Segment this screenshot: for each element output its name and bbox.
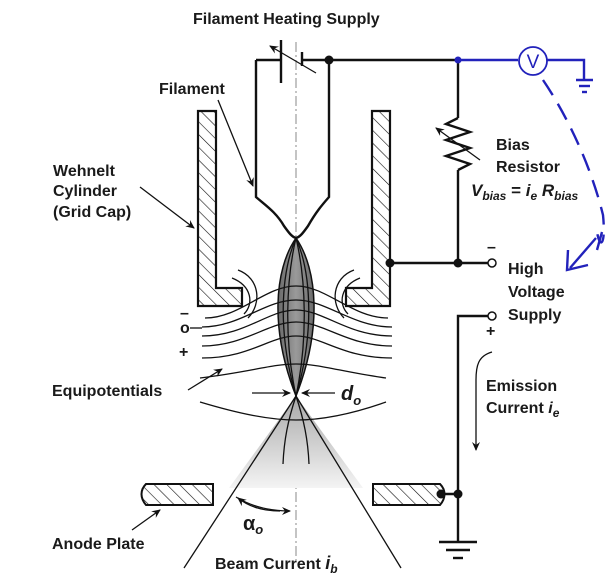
label-anode-plate: Anode Plate: [52, 536, 145, 553]
filament-hairpin: [254, 60, 331, 240]
electron-beam-crossover: [277, 236, 315, 399]
label-filament: Filament: [159, 81, 225, 98]
anode-plate-right: [372, 483, 446, 506]
dashed-arrow-shaft: [569, 237, 597, 269]
bias-resistor: [435, 60, 481, 263]
label-beam-current: Beam Current ib: [215, 553, 338, 576]
alpha-arc-back: [237, 497, 281, 512]
label-wehnelt-line3: (Grid Cap): [53, 204, 131, 221]
label-emission-line2: Current ie: [486, 400, 560, 420]
crossover-diameter-label: do: [341, 383, 361, 408]
alpha-label: αo: [243, 513, 263, 537]
label-equipotentials: Equipotentials: [52, 383, 162, 400]
equipotential-lines: [199, 269, 393, 421]
junction-dot: [453, 258, 463, 268]
potential-zero: o: [180, 320, 190, 337]
label-hv-minus: –: [487, 239, 496, 256]
equipotentials-pointer: [187, 368, 223, 391]
ground-symbol: [439, 540, 477, 560]
voltmeter-annotation: V: [454, 46, 605, 272]
beam-edge-right: [295, 395, 402, 569]
wehnelt-pointer: [139, 186, 195, 229]
anode-plate-left: [140, 483, 214, 506]
label-wehnelt-line1: Wehnelt: [53, 163, 116, 180]
label-emission-line1: Emission: [486, 378, 557, 395]
potential-plus: +: [179, 344, 188, 361]
label-bias-line2: Resistor: [496, 159, 560, 176]
label-hv-plus: +: [486, 323, 495, 340]
potential-minus: –: [180, 305, 189, 322]
dashed-arrowhead: [565, 249, 589, 272]
wehnelt-cylinder-right: [344, 109, 392, 308]
label-hv-line1: High: [508, 261, 544, 278]
hv-terminal-negative: [487, 258, 497, 268]
junction-dot: [436, 489, 446, 499]
junction-dot: [453, 489, 463, 499]
title-filament-heating-supply: Filament Heating Supply: [193, 11, 380, 28]
label-hv-line2: Voltage: [508, 284, 565, 301]
label-vbias-equation: Vbias = ie Rbias: [471, 181, 578, 203]
beam-ray: [295, 395, 310, 465]
beam-edge-left: [183, 395, 297, 569]
filament-heating-supply: [256, 40, 458, 83]
anode-pointer: [131, 509, 161, 531]
ground-icon-blue: [576, 78, 593, 94]
beam-cone-fill: [229, 396, 363, 488]
label-hv-line3: Supply: [508, 307, 561, 324]
beam-ray: [282, 395, 297, 465]
variable-arrow: [269, 45, 317, 74]
hv-positive-wire: [456, 314, 488, 542]
hv-terminal-positive: [487, 311, 497, 321]
label-wehnelt-line2: Cylinder: [53, 183, 117, 200]
emission-current-arrow: [472, 351, 493, 451]
filament-pointer: [217, 99, 254, 187]
voltmeter-label: V: [527, 52, 540, 73]
junction-dot: [385, 258, 395, 268]
label-bias-line1: Bias: [496, 137, 530, 154]
dashed-arrow-path: [542, 79, 605, 244]
wehnelt-cylinder-left: [196, 109, 244, 308]
